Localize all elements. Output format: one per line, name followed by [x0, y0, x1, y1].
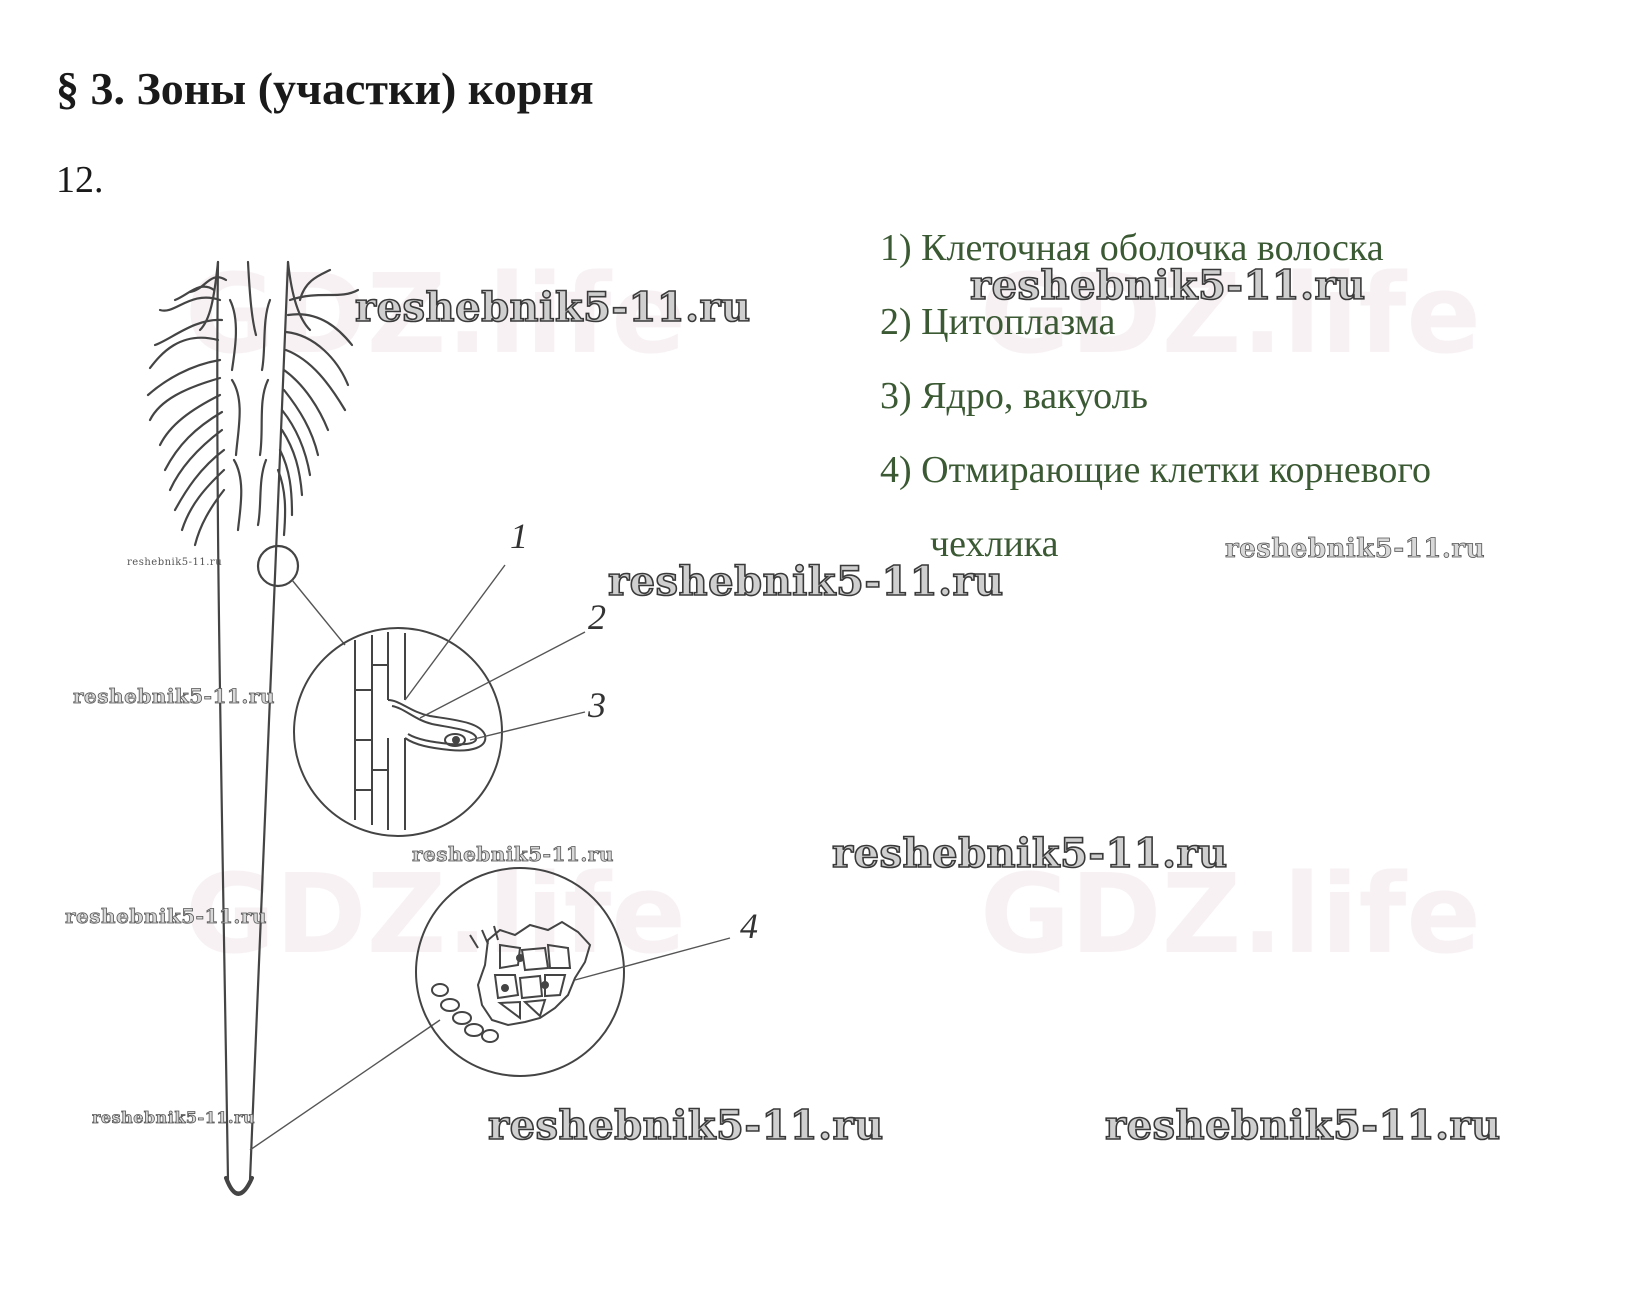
ghost-watermark: GDZ.life [980, 850, 1482, 978]
answer-item: 3) Ядро, вакуоль [880, 375, 1148, 417]
callout-3: 3 [588, 685, 606, 725]
task-number: 12. [56, 159, 104, 201]
answer-item: 1) Клеточная оболочка волоска [880, 227, 1384, 269]
watermark: reshebnik5-11.ru [487, 1101, 884, 1150]
answer-item: чехлика [930, 523, 1059, 565]
watermark: reshebnik5-11.ru [412, 842, 614, 867]
watermark: reshebnik5-11.ru [1225, 534, 1486, 565]
answer-item: 4) Отмирающие клетки корневого [880, 449, 1432, 491]
ghost-watermark: GDZ.life [980, 250, 1482, 378]
ghost-watermark: GDZ.life [185, 250, 687, 378]
watermark: reshebnik5-11.ru [831, 829, 1228, 878]
watermark: reshebnik5-11.ru [1104, 1101, 1501, 1150]
callout-2: 2 [588, 597, 606, 637]
hair-zone-marker [256, 544, 300, 588]
watermark: reshebnik5-11.ru [127, 557, 223, 568]
root-hair-magnified [293, 627, 503, 837]
callout-1: 1 [510, 516, 528, 556]
watermark: reshebnik5-11.ru [607, 557, 1004, 606]
root-cap-magnified [415, 867, 625, 1077]
watermark: reshebnik5-11.ru [92, 1108, 256, 1128]
watermark: reshebnik5-11.ru [73, 684, 275, 709]
callout-4: 4 [740, 906, 758, 946]
ghost-watermark: GDZ.life [185, 850, 687, 978]
watermark: reshebnik5-11.ru [65, 904, 267, 929]
watermark: reshebnik5-11.ru [969, 261, 1366, 310]
page-title: § 3. Зоны (участки) корня [56, 63, 594, 114]
answer-item: 2) Цитоплазма [880, 301, 1116, 343]
watermark: reshebnik5-11.ru [354, 283, 751, 332]
root-body [216, 260, 290, 1194]
root-tip-cap [224, 1176, 254, 1196]
